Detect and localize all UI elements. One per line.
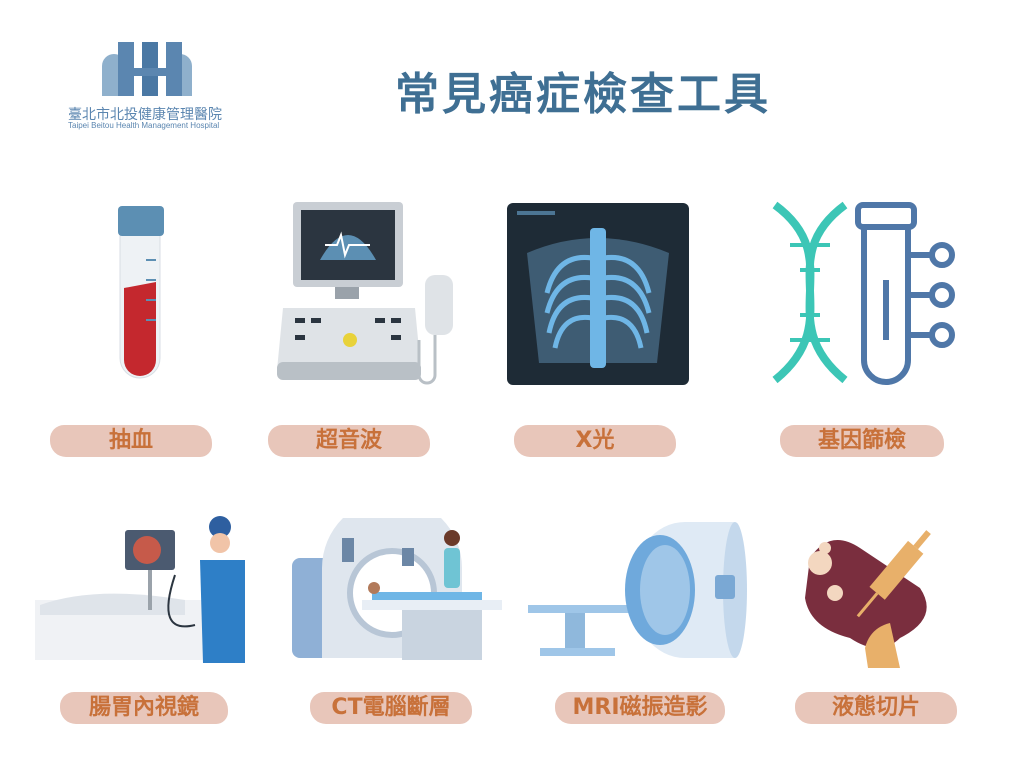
endoscopy-icon [35,516,245,663]
blood-tube-icon [118,206,164,379]
page-title: 常見癌症檢查工具 [395,69,771,120]
label-blood-test: 抽血 [50,425,212,457]
mri-scanner-icon [528,522,747,658]
label-mri: MRI磁振造影 [555,692,725,724]
label-xray: X光 [514,425,676,457]
label-liquid-biopsy: 液態切片 [795,692,957,724]
xray-icon [507,203,689,385]
label-endoscopy: 腸胃內視鏡 [60,692,228,724]
hospital-name: 臺北市北投健康管理醫院 [68,107,222,123]
label-ultrasound: 超音波 [268,425,430,457]
label-ct: CT電腦斷層 [310,692,472,724]
hospital-name-en: Taipei Beitou Health Management Hospital [68,121,220,130]
liquid-biopsy-icon [805,530,931,668]
hospital-logo-icon [102,42,192,96]
ultrasound-machine-icon [277,202,453,385]
label-genetic-screening: 基因篩檢 [780,425,944,457]
ct-scanner-icon [292,518,502,660]
dna-test-icon [772,201,955,385]
